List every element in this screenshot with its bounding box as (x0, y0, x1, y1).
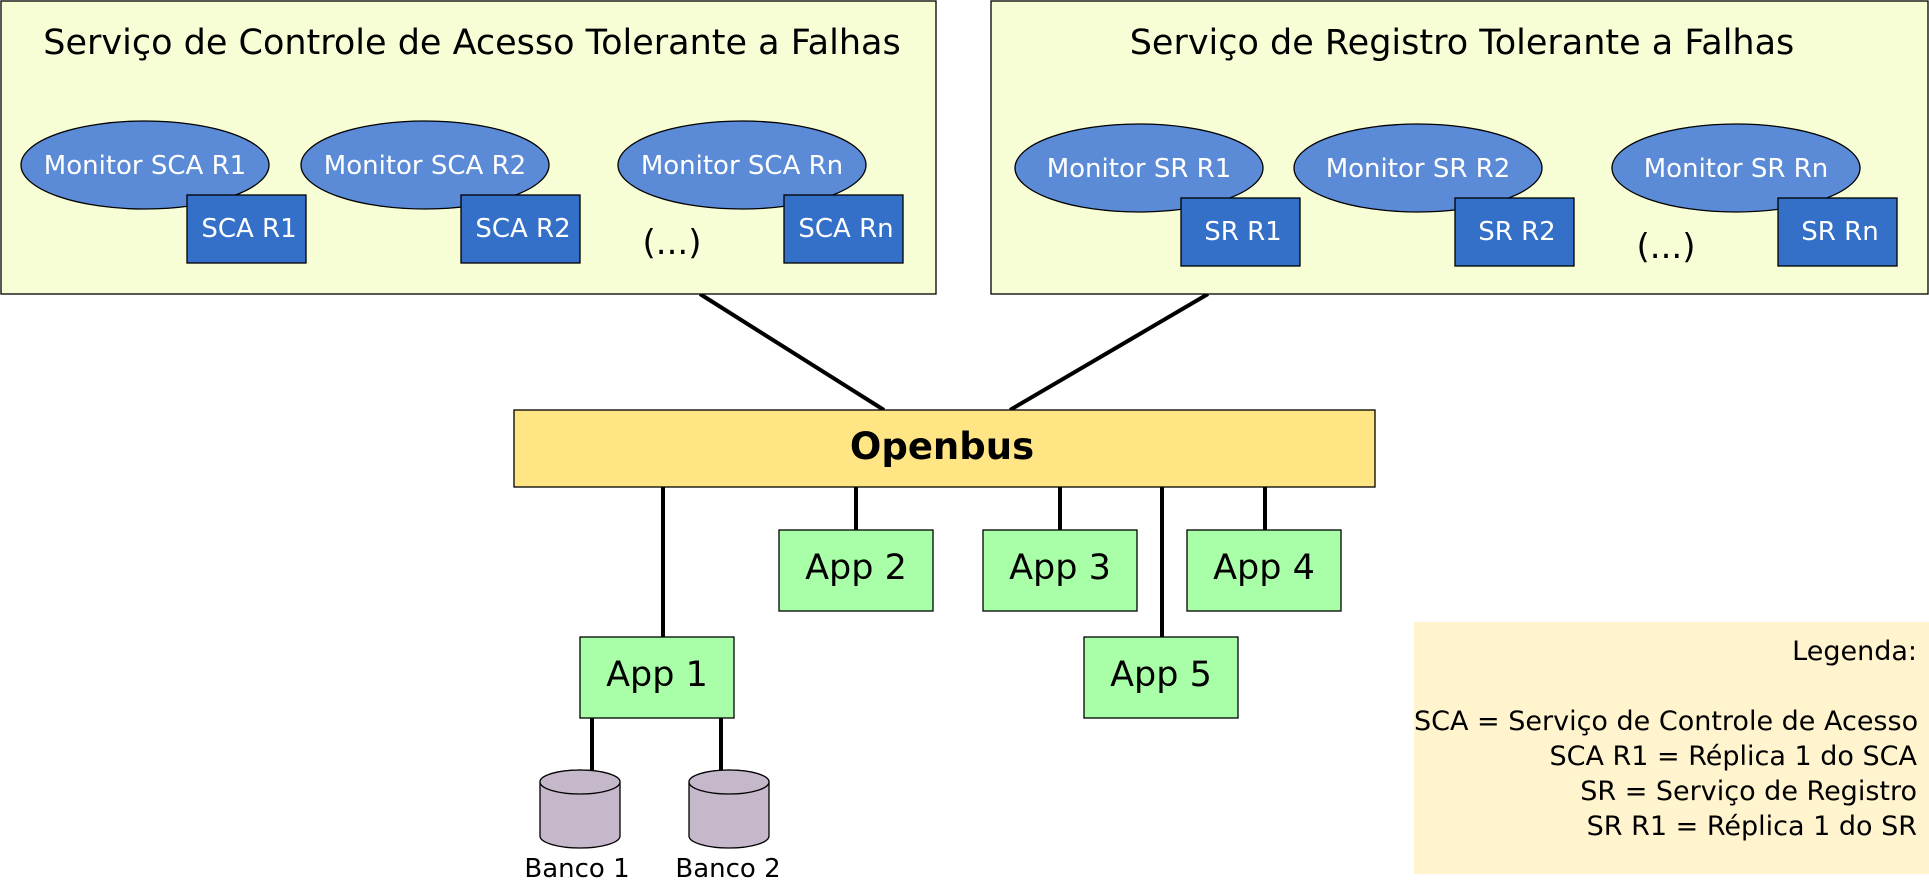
monitor-sr-r1: Monitor SR R1 (1014, 123, 1264, 213)
openbus-label: Openbus (850, 425, 1034, 468)
legend-title: Legenda: (1792, 636, 1917, 667)
monitor-sca-rn-shape (617, 120, 867, 210)
app-4-label: App 4 (1213, 548, 1315, 588)
sca-r2-label: SCA R2 (475, 214, 570, 244)
banco-1-label: Banco 1 (524, 854, 629, 881)
connector-sca-openbus (698, 292, 886, 412)
sr-rn: SR Rn (1777, 197, 1898, 267)
app-3-label: App 3 (1009, 548, 1111, 588)
app-2-label: App 2 (805, 548, 907, 588)
legend: Legenda: SCA = Serviço de Controle de Ac… (1414, 622, 1929, 874)
app-5-box (1083, 636, 1239, 719)
app-5-label: App 5 (1110, 655, 1212, 695)
app-2-box (778, 529, 934, 612)
monitor-sca-r2-shape (300, 120, 550, 210)
monitor-sr-rn-shape (1611, 123, 1861, 213)
sr-r1-shape (1180, 197, 1301, 267)
sca-panel: Serviço de Controle de Acesso Tolerante … (0, 0, 937, 295)
app-1-box (579, 636, 735, 719)
sr-panel-title: Serviço de Registro Tolerante a Falhas (1130, 23, 1795, 63)
sr-rn-shape (1777, 197, 1898, 267)
sca-r1-label: SCA R1 (201, 214, 296, 244)
sr-r1: SR R1 (1180, 197, 1301, 267)
sca-rn-label: SCA Rn (798, 214, 893, 244)
sca-panel-title: Serviço de Controle de Acesso Tolerante … (43, 23, 900, 63)
monitor-sca-rn-label: Monitor SCA Rn (641, 151, 843, 181)
sca-r2-shape (460, 194, 581, 264)
legend-line: SCA R1 = Réplica 1 do SCA (1549, 741, 1917, 772)
sr-rn-label: SR Rn (1801, 217, 1878, 247)
sr-r1-label: SR R1 (1204, 217, 1281, 247)
sr-r2-label: SR R2 (1478, 217, 1555, 247)
sca-ellipsis: (...) (643, 223, 702, 263)
monitor-sca-rn: Monitor SCA Rn (617, 120, 867, 210)
app-4-box (1186, 529, 1342, 612)
connector-sr-openbus (1008, 292, 1210, 412)
monitor-sca-r2: Monitor SCA R2 (300, 120, 550, 210)
openbus: Openbus (513, 409, 1376, 488)
legend-line: SCA = Serviço de Controle de Acesso (1414, 706, 1919, 737)
sr-r2-shape (1454, 197, 1575, 267)
sca-rn: SCA Rn (783, 194, 904, 264)
monitor-sca-r1: Monitor SCA R1 (20, 120, 270, 210)
sr-r2: SR R2 (1454, 197, 1575, 267)
app-5: App 5 (1083, 636, 1239, 719)
banco-1-top (539, 769, 621, 795)
monitor-sr-r2: Monitor SR R2 (1293, 123, 1543, 213)
monitor-sr-r1-shape (1014, 123, 1264, 213)
sca-r1: SCA R1 (186, 194, 307, 264)
sr-panel: Serviço de Registro Tolerante a Falhas M… (990, 0, 1929, 295)
monitor-sr-r2-label: Monitor SR R2 (1326, 154, 1511, 184)
monitor-sr-rn: Monitor SR Rn (1611, 123, 1861, 213)
legend-line: SR = Serviço de Registro (1580, 776, 1917, 807)
app-3-box (982, 529, 1138, 612)
legend-line: SR R1 = Réplica 1 do SR (1586, 811, 1917, 842)
sca-r2: SCA R2 (460, 194, 581, 264)
banco-2: Banco 2 (675, 769, 781, 881)
monitor-sca-r1-shape (20, 120, 270, 210)
monitor-sr-rn-label: Monitor SR Rn (1644, 154, 1828, 184)
banco-2-top (688, 769, 770, 795)
openbus-bar (513, 409, 1376, 488)
app-2: App 2 (778, 529, 934, 612)
sr-ellipsis: (...) (1637, 227, 1696, 267)
banco-2-label: Banco 2 (675, 854, 780, 881)
app-4: App 4 (1186, 529, 1342, 612)
sca-r1-shape (186, 194, 307, 264)
app-1-label: App 1 (606, 655, 708, 695)
banco-1: Banco 1 (524, 769, 630, 881)
sca-rn-shape (783, 194, 904, 264)
app-1: App 1 (579, 636, 735, 719)
monitor-sca-r2-label: Monitor SCA R2 (324, 151, 526, 181)
monitor-sr-r1-label: Monitor SR R1 (1047, 154, 1232, 184)
monitor-sca-r1-label: Monitor SCA R1 (44, 151, 246, 181)
app-3: App 3 (982, 529, 1138, 612)
monitor-sr-r2-shape (1293, 123, 1543, 213)
connectors (590, 292, 1267, 775)
